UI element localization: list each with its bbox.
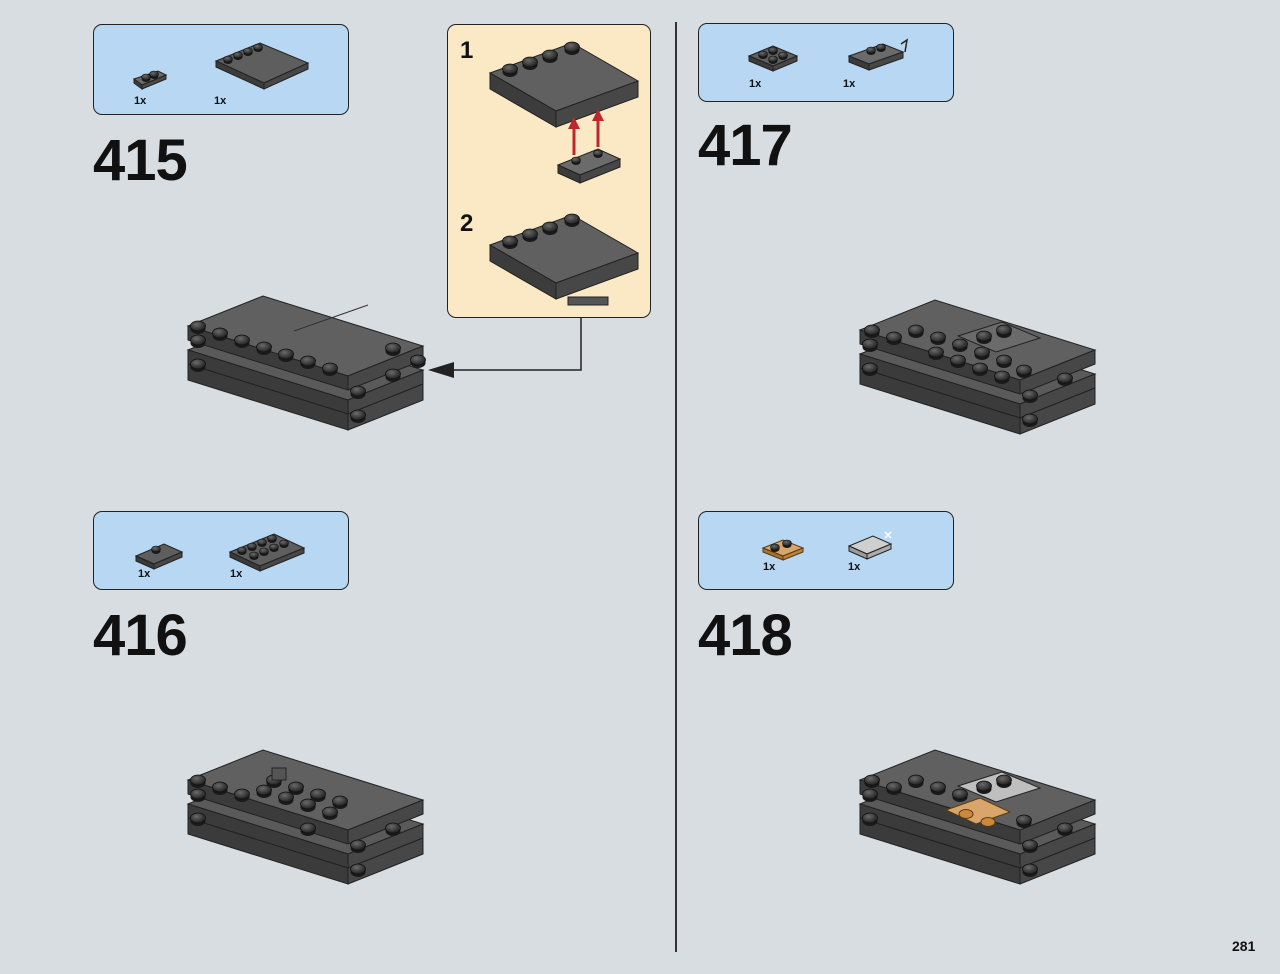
hinge-part-icon (132, 70, 168, 90)
parts-box-416: 1x 1x (93, 511, 349, 590)
parts-box-418: 1x 1x (698, 511, 954, 590)
column-divider (675, 22, 677, 952)
step-number-418: 418 (698, 603, 793, 668)
part-qty: 1x (843, 78, 856, 90)
part-qty: 1x (763, 561, 776, 573)
substep-number: 2 (460, 210, 474, 237)
callout-arrow (428, 318, 582, 378)
plate-1x2-part-icon (134, 543, 184, 570)
page-number: 281 (1232, 938, 1256, 954)
substep-1-illustration (488, 41, 640, 184)
substep-2-illustration (488, 213, 640, 306)
step-number-417: 417 (698, 113, 793, 178)
parts-box-415: 1x 1x (93, 24, 349, 115)
tan-plate-part-icon (761, 539, 805, 561)
part-qty: 1x (848, 561, 861, 573)
parts-box-417: 1x 1x (698, 23, 954, 102)
plate-2x2-part-icon (747, 45, 799, 72)
part-qty: 1x (214, 95, 227, 107)
part-qty: 1x (749, 78, 762, 90)
substep-number: 1 (460, 37, 474, 64)
part-qty: 1x (134, 95, 147, 107)
part-qty: 1x (138, 568, 151, 580)
sub-assembly-box: 1 2 (447, 24, 651, 318)
step-418-build-illustration (860, 732, 1100, 912)
plate-2x4-part-icon (228, 533, 306, 572)
bracket-part-icon (847, 38, 909, 71)
light-gray-part-icon (847, 531, 893, 560)
step-number-416: 416 (93, 603, 188, 668)
step-number-415: 415 (93, 128, 188, 193)
step-415-build-illustration (188, 278, 426, 453)
part-qty: 1x (230, 568, 243, 580)
tile-4x4-part-icon (214, 42, 310, 90)
step-416-build-illustration (188, 732, 428, 912)
step-417-build-illustration (860, 282, 1100, 462)
